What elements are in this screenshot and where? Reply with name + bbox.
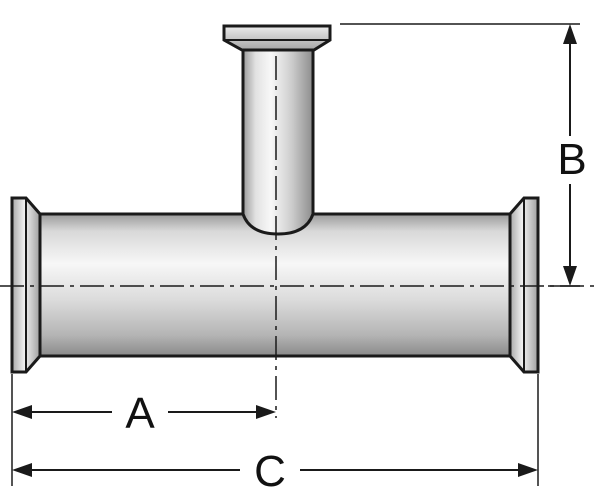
right-ferrule-flange bbox=[508, 196, 540, 374]
dimension-b: B bbox=[557, 24, 587, 286]
main-run-body bbox=[34, 212, 516, 358]
dimension-b-label: B bbox=[557, 135, 586, 184]
main-run-pipe bbox=[34, 212, 516, 358]
dimension-a-label: A bbox=[125, 389, 155, 438]
extension-lines bbox=[11, 23, 580, 486]
dimension-b-arrow-bottom bbox=[563, 266, 577, 286]
dimension-a-arrow-left bbox=[12, 405, 32, 419]
dimension-b-arrow-top bbox=[563, 24, 577, 44]
dimension-a-arrow-right bbox=[256, 405, 276, 419]
centerlines bbox=[0, 56, 600, 418]
dimension-c-arrow-left bbox=[12, 463, 32, 477]
dimension-a: A bbox=[12, 389, 276, 438]
dimension-c: C bbox=[12, 447, 538, 490]
left-ferrule-flange bbox=[10, 196, 42, 374]
branch-body bbox=[241, 44, 315, 236]
branch-ferrule-cap bbox=[222, 24, 332, 52]
dimension-c-label: C bbox=[254, 447, 286, 490]
branch-pipe bbox=[222, 24, 332, 236]
dimension-c-arrow-right bbox=[518, 463, 538, 477]
